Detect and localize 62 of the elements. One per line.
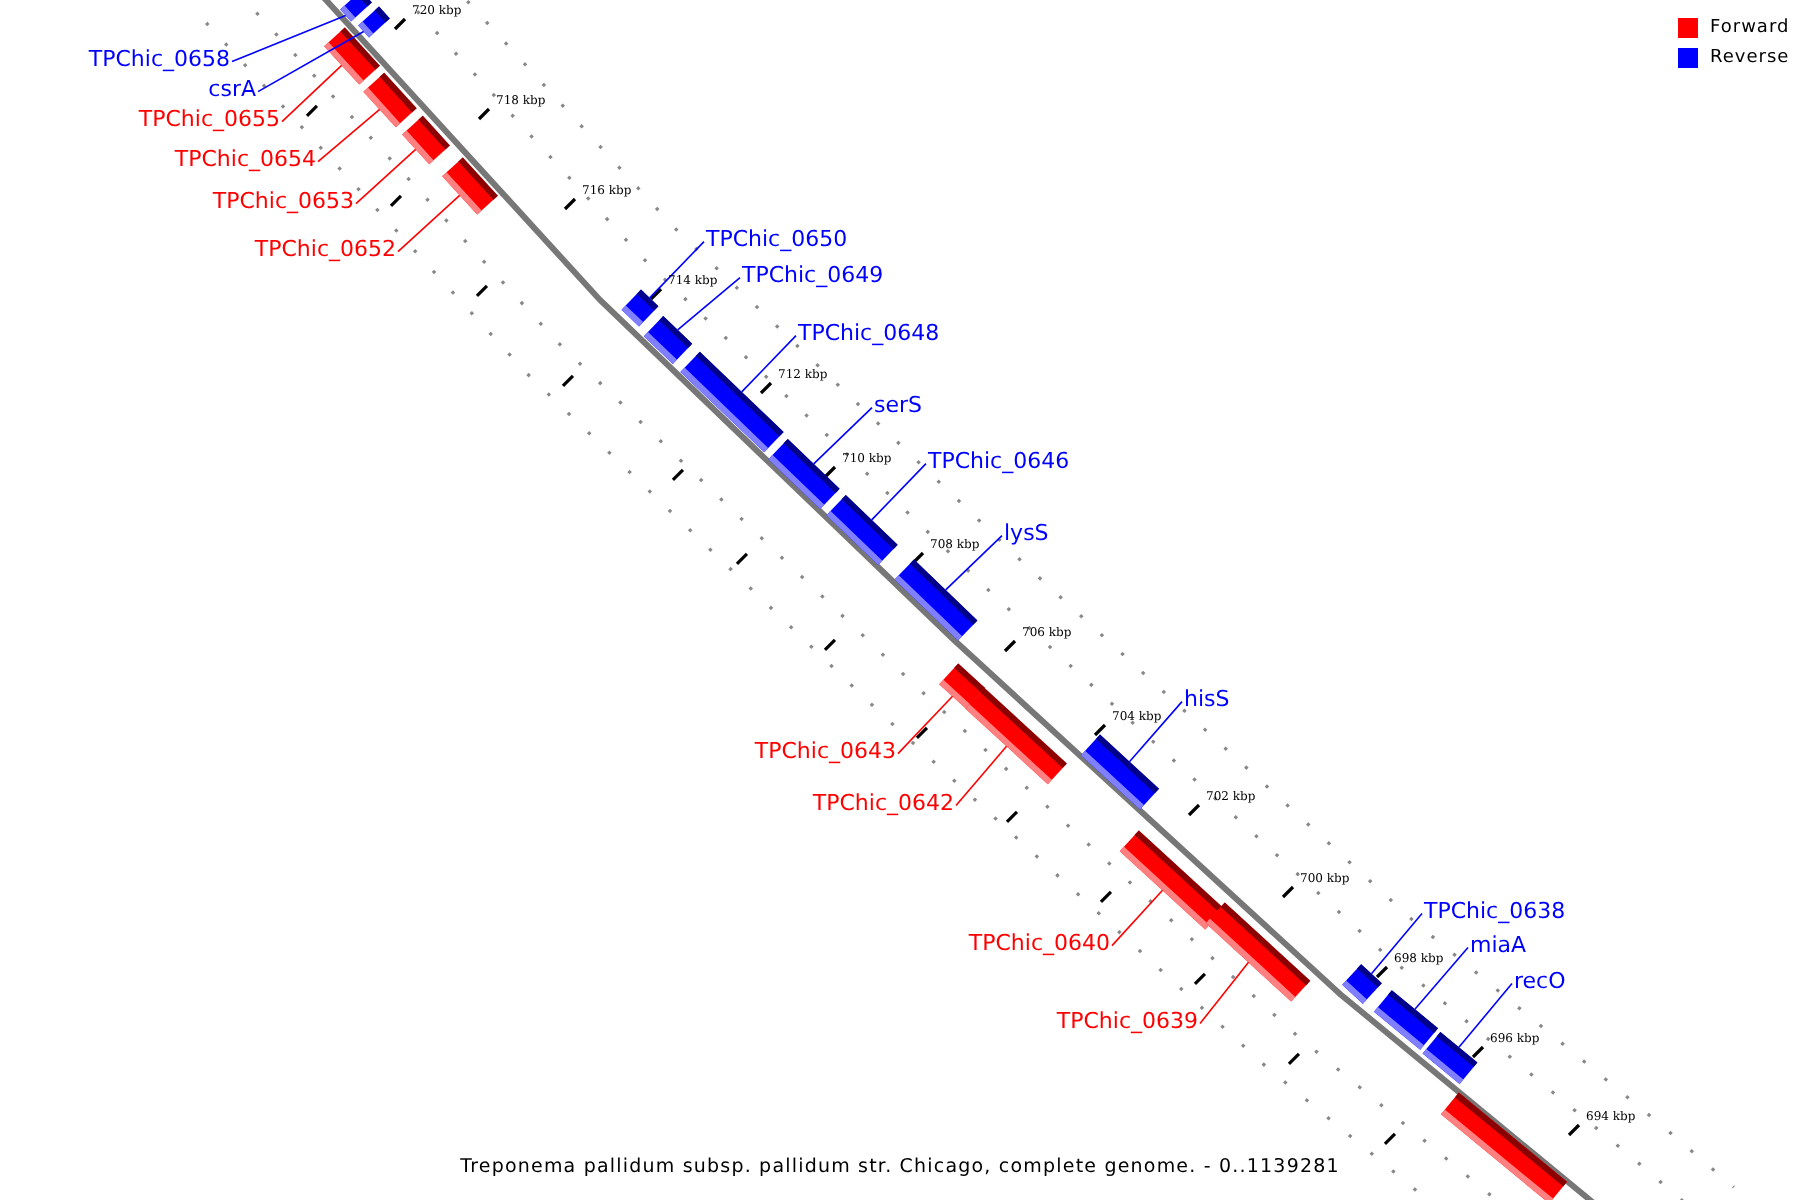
leader-line: [812, 406, 873, 465]
leader-line: [955, 745, 1008, 807]
leader-line: [740, 334, 797, 393]
leader-line: [257, 30, 365, 93]
gene-label: TPChic_0649: [742, 262, 884, 288]
gene-label: lysS: [1004, 520, 1049, 546]
gene-block: [965, 687, 1067, 785]
gene-label: hisS: [1184, 686, 1230, 712]
leader-line: [1458, 982, 1513, 1048]
leader-line: [1414, 946, 1469, 1010]
leader-line: [944, 534, 1003, 591]
gene-block: [1374, 990, 1438, 1050]
gene-block: [1441, 1092, 1567, 1200]
gene-label: TPChic_0650: [706, 226, 848, 252]
gene-label: TPChic_0646: [928, 448, 1070, 474]
leader-line: [281, 64, 343, 123]
gene-label: TPChic_0640: [968, 930, 1110, 956]
leader-line: [231, 14, 347, 63]
leader-line: [897, 695, 954, 755]
gene-block: [768, 439, 840, 509]
leader-line: [317, 108, 381, 163]
gene-block: [324, 27, 380, 85]
gene-block: [340, 0, 372, 22]
gene-block: [643, 316, 693, 364]
gene-label: TPChic_0655: [138, 106, 280, 132]
leader-line: [870, 462, 927, 521]
gene-label: serS: [874, 392, 923, 418]
legend-label: Reverse: [1710, 48, 1790, 68]
gene-block: [1119, 830, 1225, 930]
caption: Treponema pallidum subsp. pallidum str. Chicago, complete genome. - 0..1139281: [460, 1156, 1340, 1178]
leader-line: [355, 148, 417, 205]
gene-block: [402, 115, 450, 165]
leader-line: [397, 194, 461, 253]
gene-block: [1342, 964, 1382, 1004]
gene-label: TPChic_0652: [254, 236, 396, 262]
leader-line: [648, 240, 705, 299]
gene-label: recO: [1514, 968, 1566, 994]
gene-block: [621, 289, 659, 327]
gene-block: [1081, 734, 1159, 810]
leader-line: [1128, 700, 1183, 763]
gene-label: csrA: [208, 76, 256, 102]
gene-block: [442, 157, 498, 215]
gene-label: TPChic_0638: [1424, 898, 1566, 924]
gene-block: [894, 559, 978, 641]
gene-label: TPChic_0658: [88, 46, 230, 72]
gene-block: [358, 6, 390, 38]
leader-line: [676, 276, 741, 331]
gene-label: TPChic_0642: [812, 790, 954, 816]
gene-block: [826, 495, 898, 565]
gene-label: TPChic_0639: [1056, 1008, 1198, 1034]
gene-block: [1205, 902, 1311, 1002]
gene-label: TPChic_0653: [212, 188, 354, 214]
legend-label: Forward: [1710, 18, 1790, 38]
gene-label: TPChic_0648: [798, 320, 940, 346]
gene-block: [363, 72, 417, 128]
leader-line: [1370, 912, 1423, 975]
gene-label: TPChic_0643: [754, 738, 896, 764]
leader-line: [1111, 889, 1164, 947]
leader-line: [1199, 961, 1250, 1025]
gene-label: TPChic_0654: [174, 146, 316, 172]
gene-label: miaA: [1470, 932, 1527, 958]
gene-block: [1422, 1032, 1478, 1084]
